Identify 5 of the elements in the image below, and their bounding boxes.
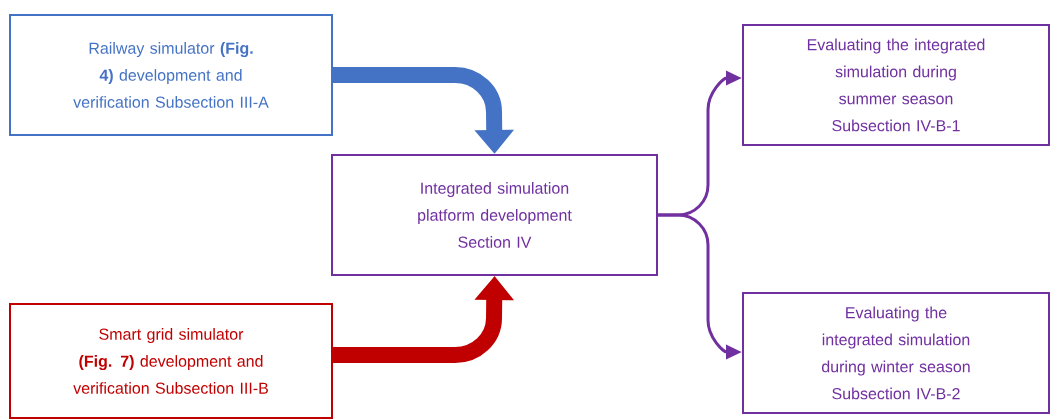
process-box: Smart grid simulator (Fig. 7) development and verification Subsection III-B: [9, 303, 333, 419]
process-box: Evaluating the integrated simulation during winter season Subsection IV-B-2: [742, 292, 1050, 414]
process-box: Evaluating the integrated simulation during summer season Subsection IV-B-1: [742, 24, 1050, 146]
process-box: Railway simulator (Fig. 4) development and verification Subsection III-A: [9, 14, 333, 136]
process-box: Integrated simulation platform development Section IV: [331, 154, 658, 276]
